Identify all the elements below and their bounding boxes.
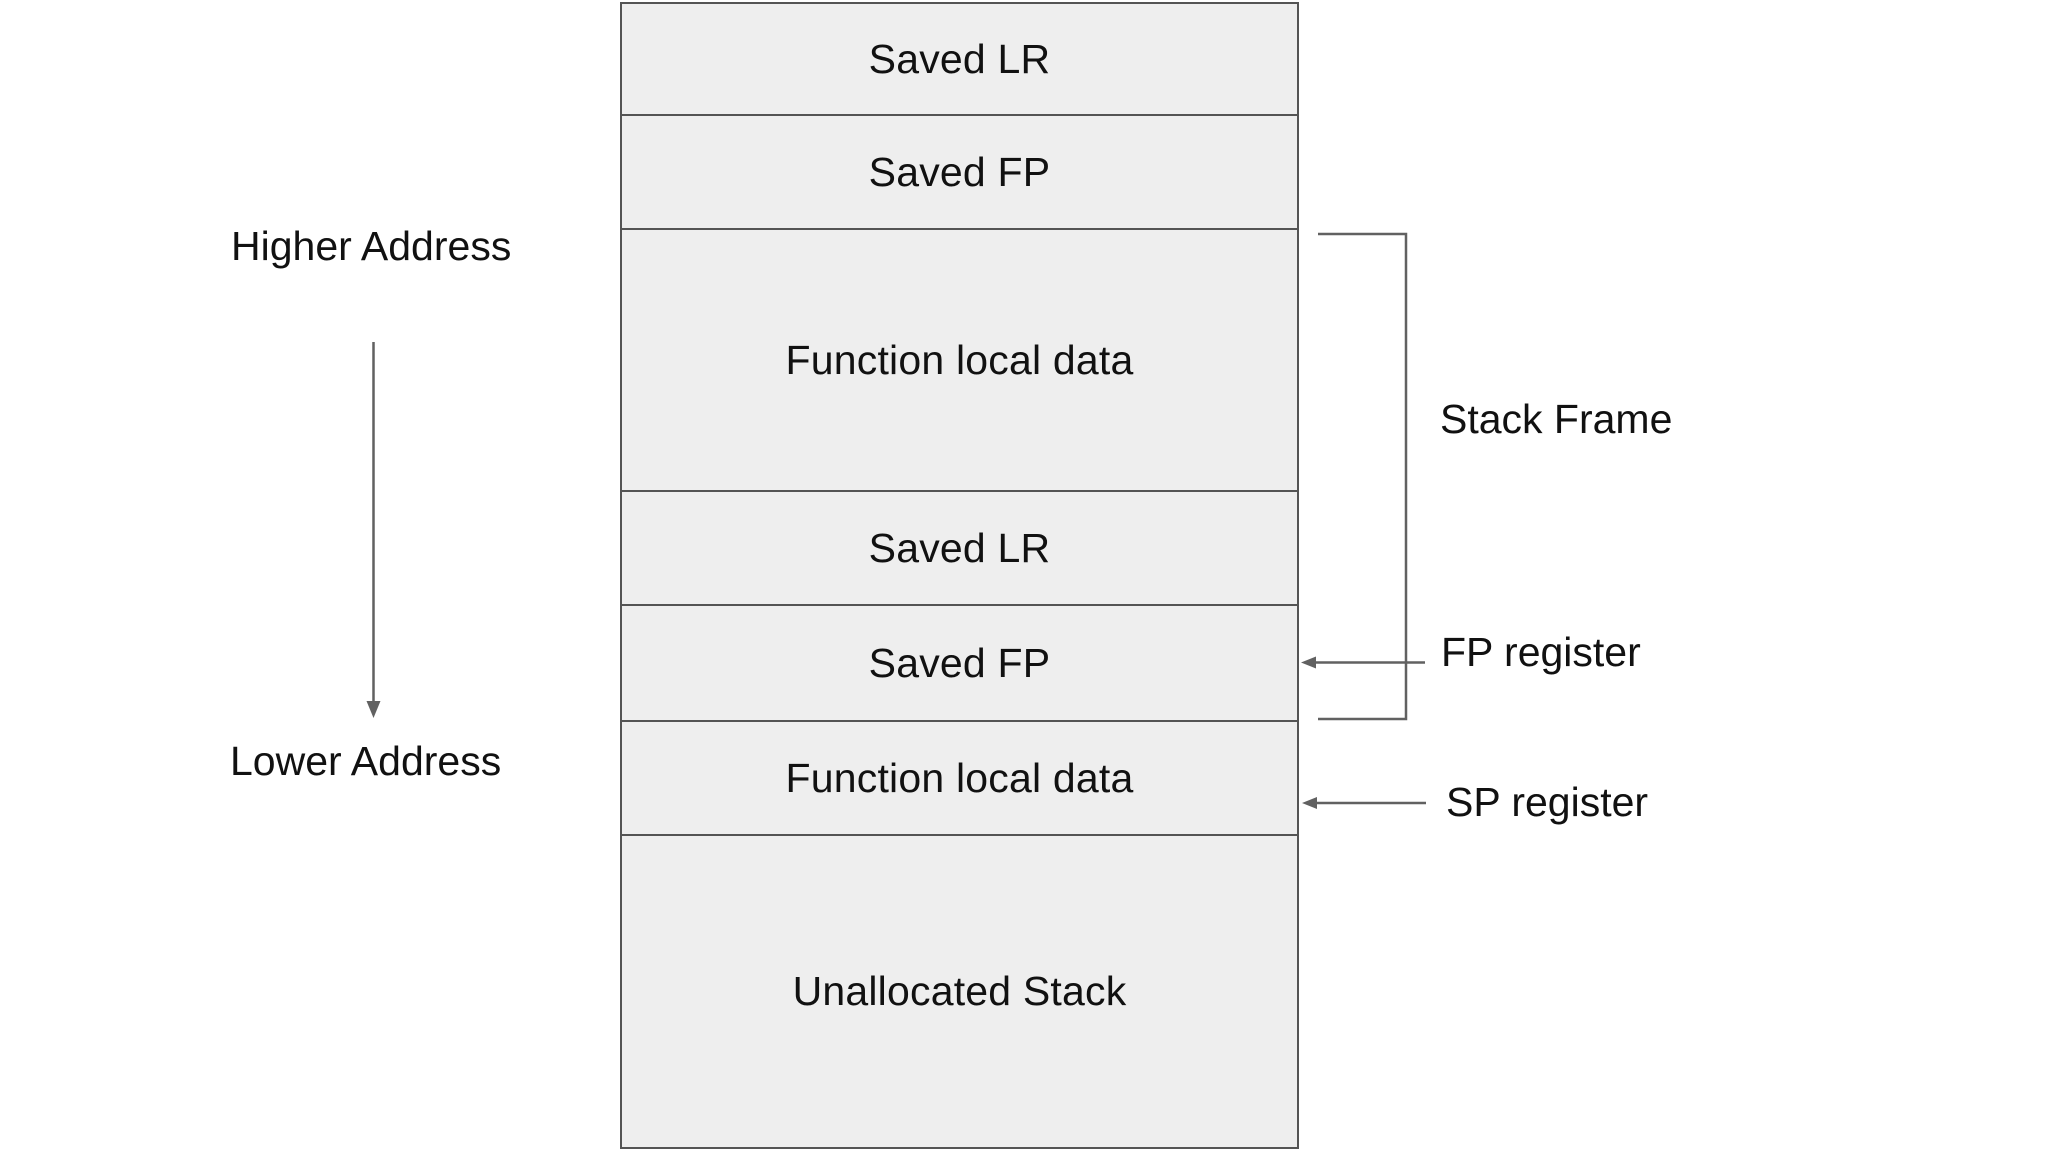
lower-address-label: Lower Address: [230, 738, 502, 784]
stack-row-label: Saved LR: [868, 524, 1051, 571]
stack-row-saved-fp-2: Saved FP: [622, 606, 1297, 722]
stack-row-label: Saved FP: [868, 639, 1051, 686]
fp-register-arrow-icon: [1301, 656, 1425, 669]
stack-row-saved-lr-2: Saved LR: [622, 492, 1297, 606]
stack-row-function-local-data-2: Function local data: [622, 722, 1297, 836]
stack-row-label: Saved FP: [868, 148, 1051, 195]
sp-register-label: SP register: [1446, 779, 1649, 825]
stack-row-saved-lr-1: Saved LR: [622, 4, 1297, 116]
stack-frame-label: Stack Frame: [1440, 396, 1673, 442]
stack-row-label: Unallocated Stack: [792, 968, 1127, 1014]
fp-register-label: FP register: [1441, 629, 1641, 675]
stack-row-label: Function local data: [785, 754, 1134, 801]
address-direction-down-arrow-icon: [366, 342, 381, 718]
stack-frame-bracket: [1318, 232, 1408, 721]
stack-row-saved-fp-1: Saved FP: [622, 116, 1297, 230]
stack-row-unallocated-stack: Unallocated Stack: [622, 836, 1297, 1147]
sp-register-arrow-icon: [1302, 797, 1426, 809]
stack-row-label: Function local data: [785, 336, 1134, 383]
stack-row-function-local-data-1: Function local data: [622, 230, 1297, 492]
stack-column: Saved LR Saved FP Function local data Sa…: [620, 2, 1299, 1149]
stack-row-label: Saved LR: [868, 35, 1051, 82]
higher-address-label: Higher Address: [231, 223, 512, 269]
